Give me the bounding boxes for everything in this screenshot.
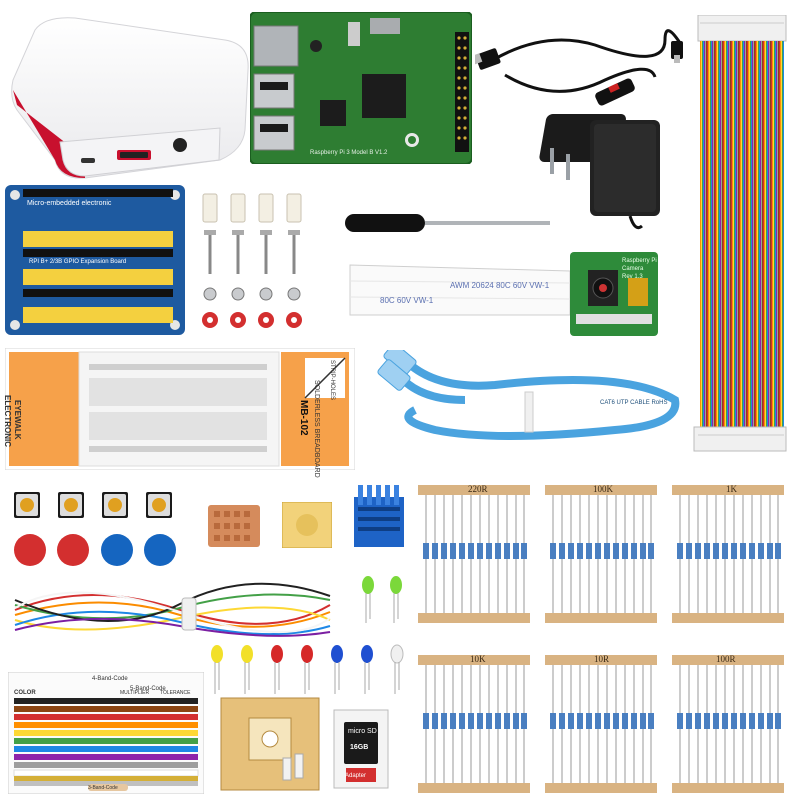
gpio-expansion-board: Micro-embedded electronic RPI B+ 2/3B GP… [5,185,185,335]
resistor-strip-6 [672,655,784,793]
breadboard-brand-1: EYEWALK [13,400,22,440]
copper-heatsink [208,505,260,547]
resistor-strip-1-label: 220R [468,484,488,494]
ribbon-print-1: AWM 20624 80C 60V VW-1 [450,281,550,290]
jumper-wires-bundle [14,582,331,637]
code-card-header-tol: TOLERANCE [160,690,191,696]
camera-label-1: Raspberry Pi [622,258,657,264]
power-adapter [539,114,660,230]
usb-power-cable [475,29,683,106]
camera-holder [220,697,320,791]
resistor-strip-2-label: 100K [593,484,613,494]
rainbow-ribbon-cable [693,15,787,452]
resistor-strip-3 [672,485,784,623]
resistor-strip-2 [545,485,657,623]
colored-leds [211,644,404,694]
ribbon-print-2: 80C 60V VW-1 [380,296,434,305]
pi-case [11,17,249,179]
green-leds [362,576,402,623]
blue-heatsink [354,485,404,547]
resistor-strip-5-label: 10R [594,654,610,664]
camera-ribbon-cable [349,264,571,316]
resistor-strip-6-label: 100R [716,654,736,664]
resistor-strip-1 [418,485,530,623]
breadboard-brand-2: ELECTRONIC [3,395,12,447]
camera-label-2: Camera [622,266,644,272]
code-card-title-2: 5-Band-Code [130,686,166,692]
micro-sd-card [333,709,389,789]
standoffs-screws-set [202,193,302,328]
camera-label-3: Rev 1.3 [622,274,643,280]
breadboard-sub: STRIP-HOLES [329,360,335,401]
resistor-strip-4 [418,655,530,793]
resistor-strip-3-label: 1K [726,484,737,494]
resistor-color-code-card [8,672,204,794]
raspberry-pi-board: Raspberry Pi 3 Model B V1.2 [250,12,472,164]
code-card-title-1: 4-Band-Code [92,676,128,682]
camera-module [570,252,658,336]
gpio-board-title: Micro-embedded electronic [27,200,112,207]
sd-capacity: 16GB [350,744,369,751]
code-card-header-color: COLOR [14,690,36,696]
code-card-header-mult: MULTIPLIER [120,690,150,696]
breadboard-package [5,348,355,470]
sd-adapter: Adapter [345,773,367,779]
ethernet-print: CAT6 UTP CABLE RoHS [600,400,668,406]
resistor-strip-5 [545,655,657,793]
resistor-strip-4-label: 10K [470,654,486,664]
code-card-title-3: 3-Band-Code [88,785,118,791]
tactile-buttons [14,492,176,566]
sd-brand: micro SD [348,728,377,735]
breadboard-title: SOLDERLESS BREADBOARD [313,380,320,478]
ethernet-cable [377,350,680,440]
board-silk-text: Raspberry Pi 3 Model B V1.2 [310,150,388,156]
gold-heatsink [282,502,332,548]
screwdriver [345,214,550,232]
gpio-board-subtitle: RPI B+ 2/3B GPIO Expansion Board [29,259,126,265]
breadboard-model: MB-102 [298,400,309,436]
